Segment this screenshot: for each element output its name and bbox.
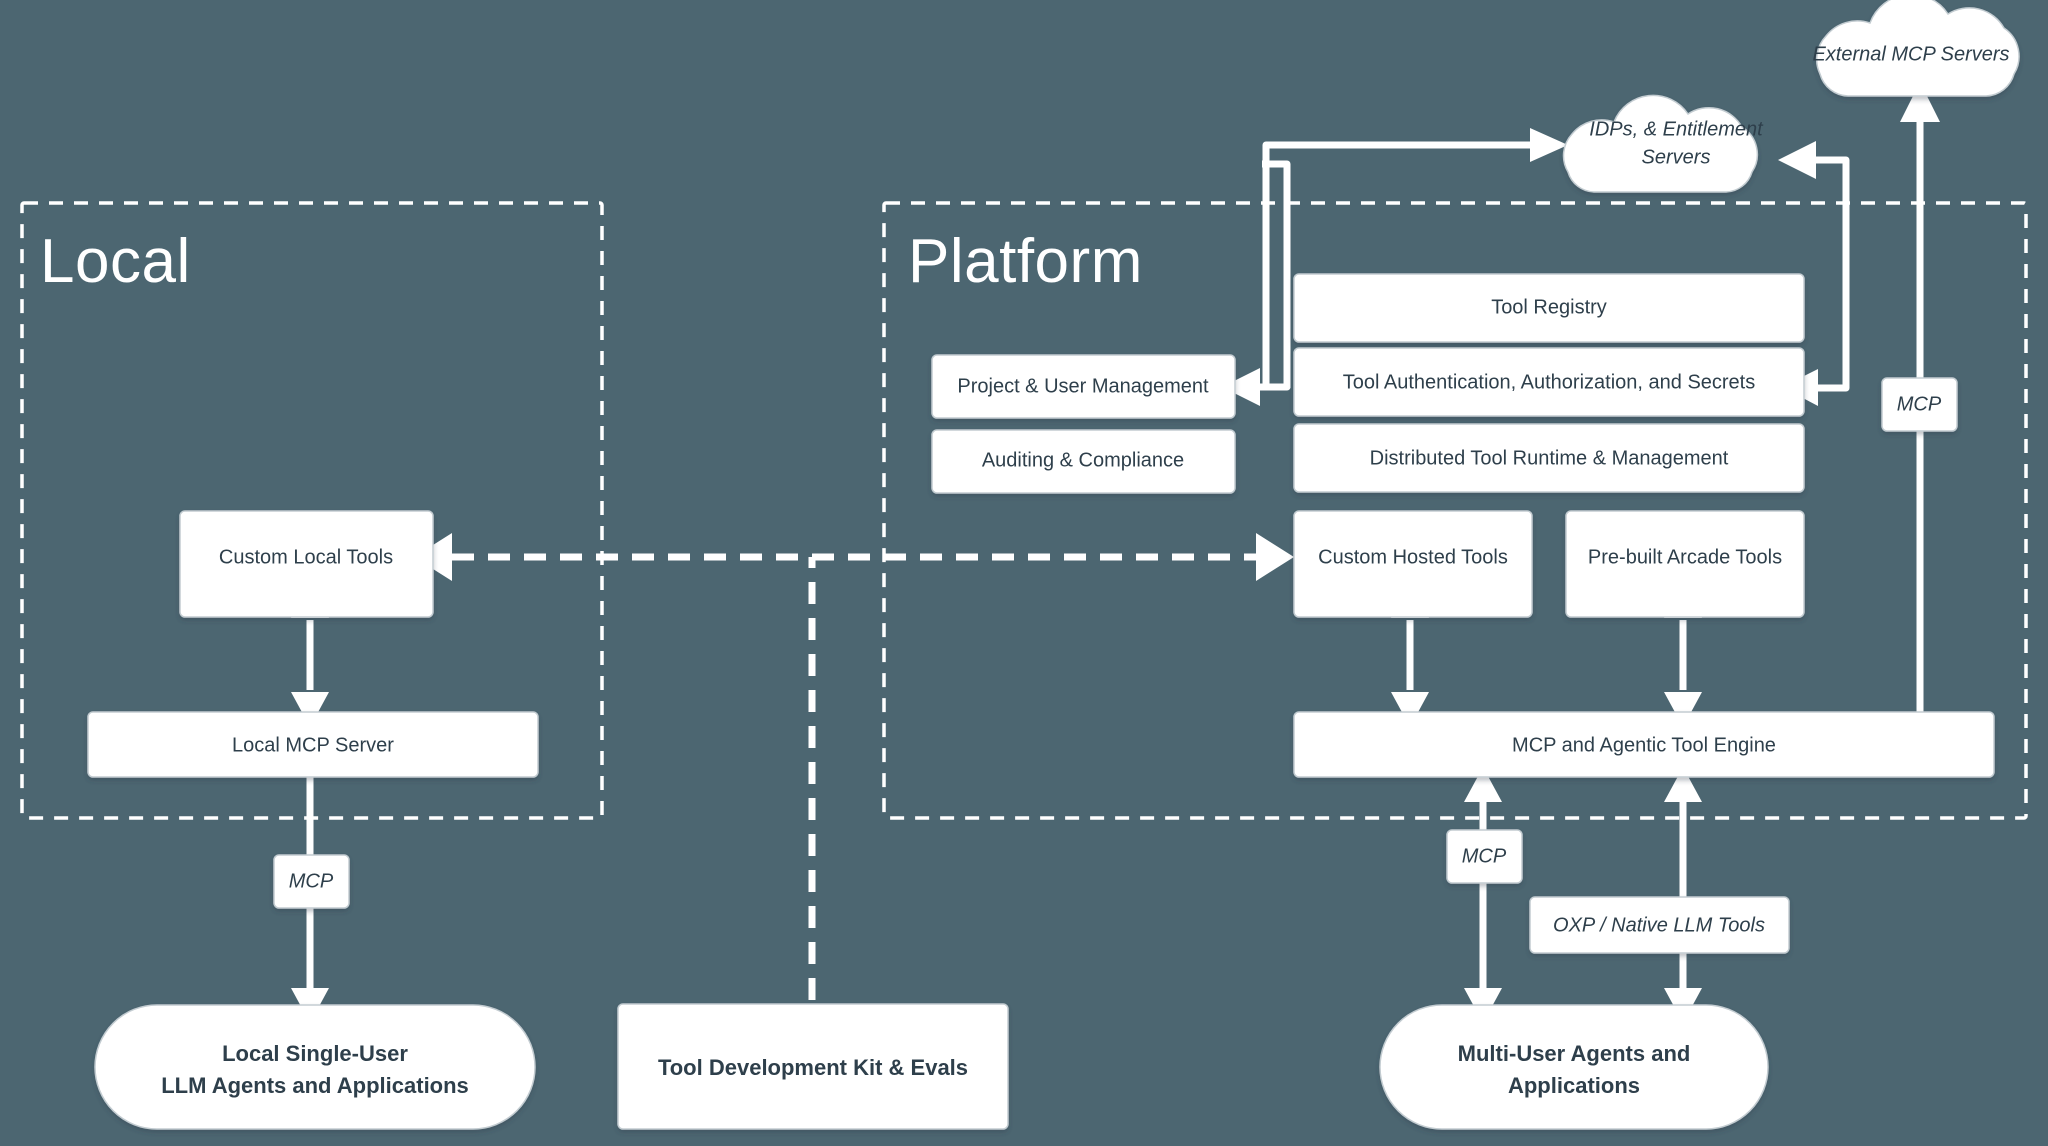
arrowhead-hosted-tools-down: [1391, 692, 1429, 727]
node-custom-local-tools[interactable]: Custom Local Tools: [179, 510, 434, 618]
node-label-local-mcp-server: Local MCP Server: [232, 734, 394, 756]
node-label-custom-local-tools: Custom Local Tools: [219, 546, 393, 568]
arrowhead-arcade-tools-down: [1664, 692, 1702, 727]
node-mcp-agentic-tool-engine[interactable]: MCP and Agentic Tool Engine: [1293, 711, 1995, 778]
node-local-mcp-server[interactable]: Local MCP Server: [87, 711, 539, 778]
zone-title-local: Local: [40, 227, 191, 296]
node-label-oxp-native-llm-tools: OXP / Native LLM Tools: [1553, 914, 1765, 936]
node-auditing-compliance[interactable]: Auditing & Compliance: [931, 429, 1236, 494]
node-project-user-management[interactable]: Project & User Management: [931, 354, 1236, 419]
arrowhead-to-project-user-management: [1222, 368, 1260, 406]
node-oxp-native-llm-tools[interactable]: OXP / Native LLM Tools: [1529, 896, 1790, 954]
node-label-multi-user-agents-line1: Multi-User Agents and: [1458, 1041, 1691, 1066]
zone-border-platform: [882, 201, 2028, 820]
arrowhead-to-idps-cloud: [1530, 128, 1568, 162]
node-label-auditing-compliance: Auditing & Compliance: [982, 449, 1184, 471]
edge-label-text-mcp-local: MCP: [289, 870, 334, 892]
edge-label-mcp-external: MCP: [1881, 377, 1958, 432]
node-label-distributed-tool-runtime: Distributed Tool Runtime & Management: [1370, 447, 1729, 469]
node-distributed-tool-runtime[interactable]: Distributed Tool Runtime & Management: [1293, 423, 1805, 493]
cloud-label-idps-line2: Servers: [1642, 146, 1711, 168]
node-label-tool-authentication: Tool Authentication, Authorization, and …: [1343, 371, 1756, 393]
arrowhead-local-server-down: [291, 692, 329, 727]
node-local-agents-applications[interactable]: Local Single-User LLM Agents and Applica…: [94, 1004, 536, 1130]
node-label-tool-registry: Tool Registry: [1491, 296, 1607, 318]
node-label-local-agents-line2: LLM Agents and Applications: [161, 1073, 469, 1098]
edge-label-text-mcp-platform: MCP: [1462, 845, 1507, 867]
node-custom-hosted-tools[interactable]: Custom Hosted Tools: [1293, 510, 1533, 618]
connector-toolauth-right-loop: [1800, 156, 1850, 392]
arrowhead-to-external-mcp-cloud: [1900, 82, 1940, 122]
connector-idps-to-project-user: [1258, 170, 1291, 391]
edge-label-mcp-platform: MCP: [1446, 829, 1523, 884]
node-prebuilt-arcade-tools[interactable]: Pre-built Arcade Tools: [1565, 510, 1805, 618]
connector-platform-to-idps: [1262, 141, 1530, 386]
arrowhead-engine-oxp-up: [1664, 767, 1702, 802]
edge-label-text-mcp-external: MCP: [1897, 393, 1942, 415]
node-tool-registry[interactable]: Tool Registry: [1293, 273, 1805, 343]
node-label-prebuilt-arcade-tools: Pre-built Arcade Tools: [1588, 546, 1782, 568]
node-label-custom-hosted-tools: Custom Hosted Tools: [1318, 546, 1508, 568]
cloud-label-idps-line1: IDPs, & Entitlement: [1589, 118, 1764, 140]
node-label-project-user-management: Project & User Management: [957, 375, 1209, 397]
arrowhead-idps-right: [1778, 141, 1816, 179]
arrowhead-engine-mcp-up: [1464, 767, 1502, 802]
arrowhead-to-custom-hosted-tools: [1256, 533, 1294, 581]
edge-label-mcp-local: MCP: [273, 854, 350, 909]
node-multi-user-agents-applications[interactable]: Multi-User Agents and Applications: [1379, 1004, 1769, 1130]
node-label-mcp-agentic-tool-engine: MCP and Agentic Tool Engine: [1512, 734, 1776, 756]
cloud-label-external-mcp-servers: External MCP Servers: [1812, 43, 2009, 65]
zone-title-platform: Platform: [908, 227, 1143, 296]
node-label-multi-user-agents-line2: Applications: [1508, 1073, 1640, 1098]
node-label-tool-development-kit: Tool Development Kit & Evals: [658, 1055, 968, 1080]
node-tool-authentication[interactable]: Tool Authentication, Authorization, and …: [1293, 347, 1805, 417]
node-label-local-agents-line1: Local Single-User: [222, 1041, 408, 1066]
cloud-external-mcp-servers: [1815, 0, 2020, 97]
cloud-idps-entitlement-servers: [1562, 94, 1759, 193]
node-tool-development-kit[interactable]: Tool Development Kit & Evals: [617, 1003, 1009, 1130]
